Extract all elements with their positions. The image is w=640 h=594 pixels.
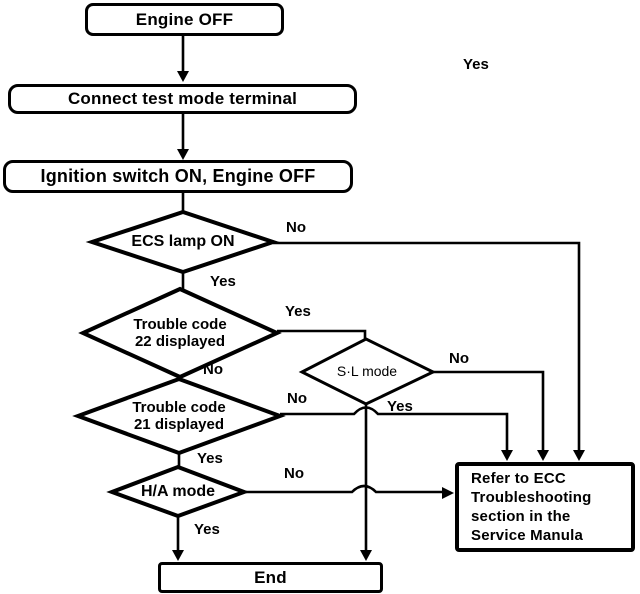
edge-label-code21-no: No	[287, 390, 307, 407]
connector-code21-refer-no	[280, 406, 509, 450]
arrowhead-into-refer-ecsno	[573, 450, 585, 461]
decision-code22-label: Trouble code 22 displayed	[133, 315, 227, 350]
terminator-end: End	[158, 562, 383, 593]
connector-code22-slmode-yes	[277, 329, 367, 340]
edge-label-stray-yes: Yes	[463, 56, 489, 73]
edge-label-ha-yes: Yes	[194, 521, 220, 538]
arrowhead-into-refer-slno	[537, 450, 549, 461]
connector-slmode-refer-no	[433, 370, 545, 450]
decision-ecs-lamp-shape	[85, 209, 280, 275]
decision-ha-mode-label: H/A mode	[140, 482, 216, 500]
edge-label-ecs-no: No	[286, 219, 306, 236]
process-engine-off: Engine OFF	[85, 3, 284, 36]
decision-sl-mode-label: S·L mode	[336, 362, 398, 379]
edge-label-code22-yes: Yes	[285, 303, 311, 320]
process-connect-test-mode-terminal: Connect test mode terminal	[8, 84, 357, 114]
process-ignition-switch-on: Ignition switch ON, Engine OFF	[3, 160, 353, 193]
arrowhead-into-refer-hano	[442, 487, 454, 499]
edge-label-ecs-yes: Yes	[210, 273, 236, 290]
edge-label-ha-no: No	[284, 465, 304, 482]
decision-code21-label: Trouble code 21 displayed	[132, 398, 226, 433]
decision-code22-shape	[78, 286, 282, 380]
arrowhead-into-connect	[177, 71, 189, 82]
arrowhead-into-end-left	[172, 550, 184, 561]
edge-label-sl-yes: Yes	[387, 398, 413, 415]
edge-label-code21-yes: Yes	[197, 450, 223, 467]
decision-sl-mode-shape	[298, 337, 437, 406]
decision-code21-shape	[72, 376, 286, 456]
connector-ecslamp-refer-no	[273, 241, 581, 450]
arrowhead-into-end-right	[360, 550, 372, 561]
edge-label-code22-no: No	[203, 361, 223, 378]
edge-label-sl-no: No	[449, 350, 469, 367]
decision-ha-mode-shape	[106, 464, 250, 519]
process-refer-to-ecc: Refer to ECC Troubleshooting section in …	[455, 462, 635, 552]
connector-hamode-refer-no	[244, 484, 442, 494]
arrowhead-into-refer-21no	[501, 450, 513, 461]
arrowhead-into-ignition	[177, 149, 189, 160]
decision-ecs-lamp-label: ECS lamp ON	[131, 232, 235, 250]
